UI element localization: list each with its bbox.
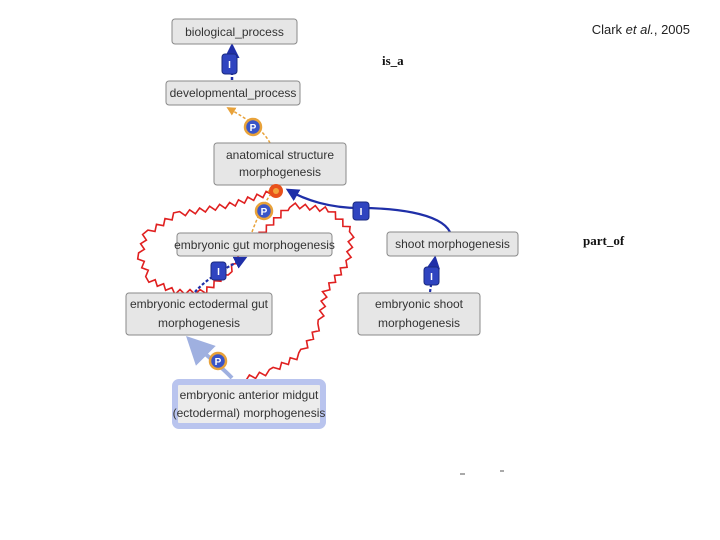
svg-text:I: I <box>430 272 433 283</box>
node-embryonic-gut-morphogenesis[interactable]: embryonic gut morphogenesis <box>174 232 335 257</box>
node-label: (ectodermal) morphogenesis <box>173 406 326 420</box>
node-label: shoot morphogenesis <box>395 237 510 251</box>
svg-text:I: I <box>228 60 231 71</box>
citation-year: , 2005 <box>653 22 690 37</box>
svg-text:I: I <box>217 267 220 278</box>
node-label: developmental_process <box>170 86 297 100</box>
node-developmental-process[interactable]: developmental_process <box>165 80 301 106</box>
is-a-badge: I <box>352 201 370 221</box>
part-of-badge: P <box>243 117 263 137</box>
is-a-badge: I <box>423 266 440 286</box>
node-label: embryonic anterior midgut <box>180 388 319 402</box>
node-anatomical-structure-morphogenesis[interactable]: anatomical structure morphogenesis <box>213 142 347 186</box>
part-of-badge: P <box>254 201 274 221</box>
is-a-badge: I <box>210 261 227 281</box>
legend-is-a: is_a <box>382 53 404 68</box>
legend-part-of: part_of <box>583 233 625 248</box>
highlight-path <box>136 188 355 382</box>
svg-text:P: P <box>215 357 222 368</box>
node-shoot-morphogenesis[interactable]: shoot morphogenesis <box>386 231 519 257</box>
part-of-badge: P <box>208 351 228 371</box>
node-label: biological_process <box>185 25 284 39</box>
svg-text:P: P <box>261 207 268 218</box>
node-label: embryonic gut morphogenesis <box>174 238 335 252</box>
node-embryonic-ectodermal-gut-morphogenesis[interactable]: embryonic ectodermal gut morphogenesis <box>125 292 273 336</box>
stray-marks <box>460 470 504 475</box>
node-label: morphogenesis <box>378 316 460 330</box>
node-label: embryonic shoot <box>375 297 464 311</box>
node-biological-process[interactable]: biological_process <box>171 18 298 45</box>
node-label: anatomical structure <box>226 148 334 162</box>
highlight-junction-marker <box>269 184 283 198</box>
is-a-badge: I <box>221 53 238 75</box>
node-label: morphogenesis <box>239 165 321 179</box>
citation-etal: et al. <box>625 22 654 37</box>
node-label: morphogenesis <box>158 316 240 330</box>
citation: Clark et al., 2005 <box>560 22 690 37</box>
node-embryonic-anterior-midgut-morphogenesis-selected[interactable]: embryonic anterior midgut (ectodermal) m… <box>172 379 326 429</box>
svg-text:P: P <box>250 123 257 134</box>
node-embryonic-shoot-morphogenesis[interactable]: embryonic shoot morphogenesis <box>357 292 481 336</box>
citation-author: Clark <box>591 22 623 37</box>
node-label: embryonic ectodermal gut <box>130 297 269 311</box>
svg-text:I: I <box>360 207 363 218</box>
